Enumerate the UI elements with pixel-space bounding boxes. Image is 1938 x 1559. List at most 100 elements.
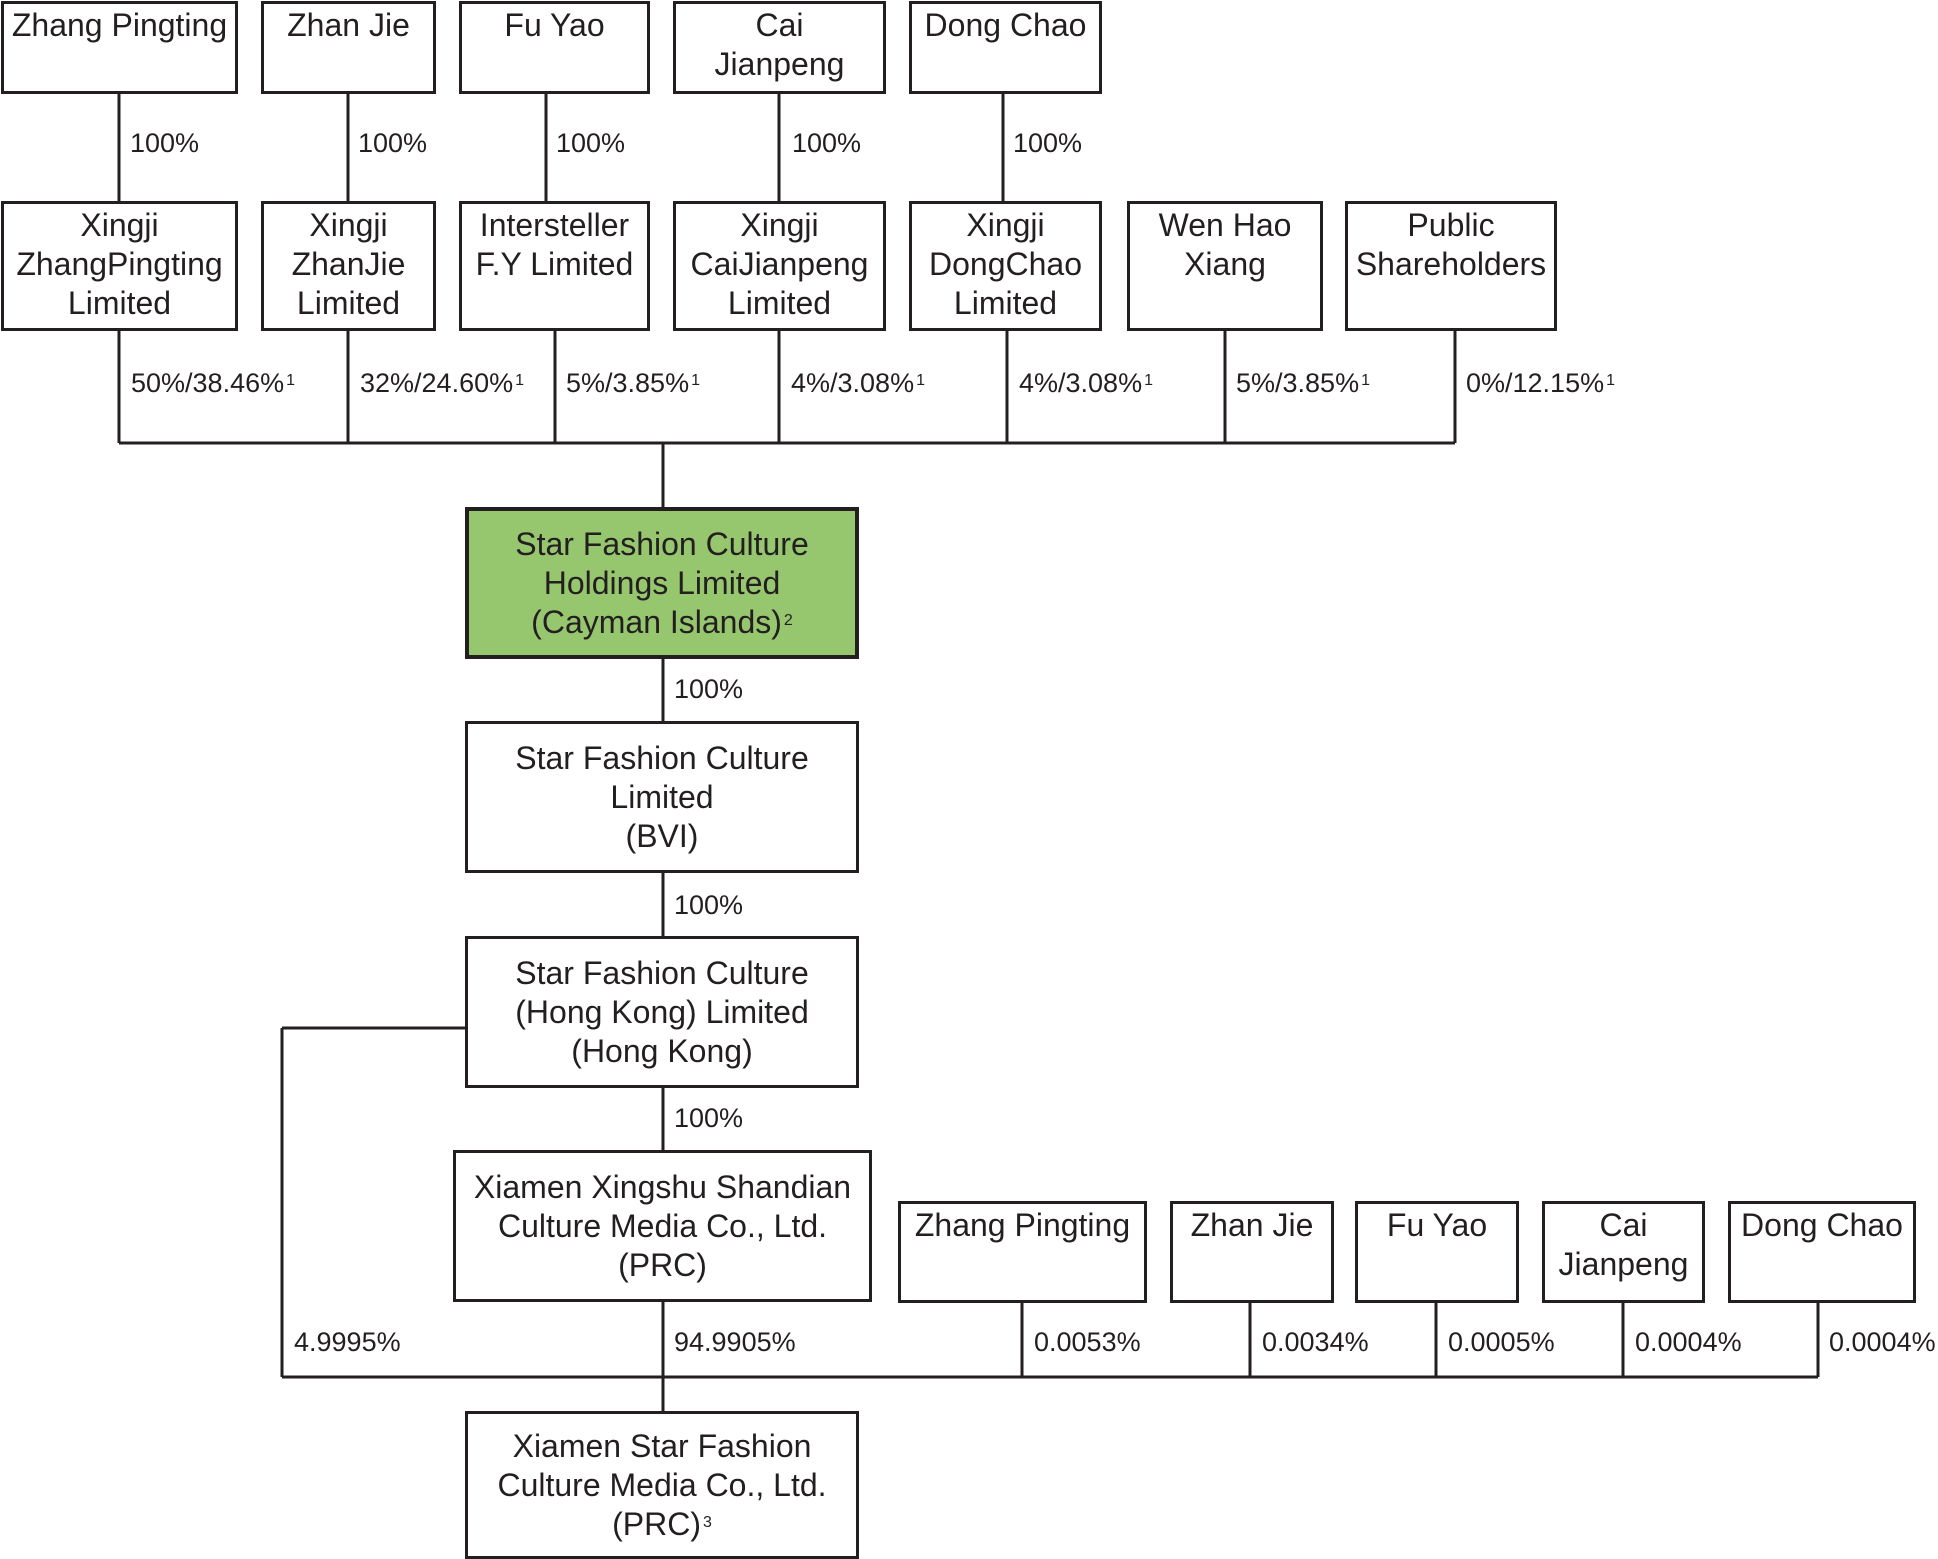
bottom-owner-zhan-jie: Zhan Jie <box>1170 1201 1334 1303</box>
pct-label: 4.9995% <box>294 1327 401 1357</box>
box-line: Star Fashion Culture <box>515 739 809 776</box>
box-line: (BVI) <box>625 817 699 854</box>
box-line: Public <box>1407 207 1495 243</box>
bottom-owner-cai-jianpeng: Cai Jianpeng <box>1542 1201 1705 1303</box>
box-line: Limited <box>727 285 832 321</box>
box-line: Culture Media Co., Ltd. <box>497 1207 828 1244</box>
box-line: (Cayman Islands)2 <box>531 603 793 642</box>
pct-label: 5%/3.85%1 <box>566 368 700 398</box>
box-line: Xiamen Star Fashion <box>512 1427 812 1464</box>
pct-label: 0.0005% <box>1448 1327 1555 1357</box>
box-line: Zhan Jie <box>287 7 410 43</box>
pct-label: 5%/3.85%1 <box>1236 368 1370 398</box>
box-line: Star Fashion Culture <box>515 954 809 991</box>
box-line: Limited <box>296 285 401 321</box>
box-line: Xingji <box>80 207 159 243</box>
pct-text: 4%/3.08% <box>1019 368 1143 398</box>
box-line: DongChao <box>929 246 1082 282</box>
box-line: Xiamen Xingshu Shandian <box>473 1168 852 1205</box>
owner-dong-chao: Dong Chao <box>909 1 1102 94</box>
bvi-company: Star Fashion Culture Limited (BVI) <box>465 721 859 873</box>
owner-cai-jianpeng: Cai Jianpeng <box>673 1 886 94</box>
box-line: Intersteller <box>479 207 630 243</box>
shareholder-xingji-zhanjie: Xingji ZhanJie Limited <box>261 201 436 331</box>
box-line: Limited <box>67 285 172 321</box>
box-line: Dong Chao <box>1741 1207 1903 1243</box>
pct-text: 5%/3.85% <box>1236 368 1360 398</box>
box-line: CaiJianpeng <box>690 246 869 282</box>
pct-label: 100% <box>358 128 428 158</box>
pct-label: 100% <box>1013 128 1083 158</box>
pct-label: 4%/3.08%1 <box>1019 368 1153 398</box>
pct-label: 100% <box>556 128 626 158</box>
footnote-ref: 1 <box>916 372 925 389</box>
box-line: (Hong Kong) Limited <box>515 993 809 1030</box>
shareholder-xingji-zhangpingting: Xingji ZhangPingting Limited <box>1 201 238 331</box>
box-line: Xiang <box>1184 246 1266 282</box>
shareholder-wen-hao-xiang: Wen Hao Xiang <box>1127 201 1323 331</box>
footnote-ref: 1 <box>1361 372 1370 389</box>
box-line: Cai <box>1599 1207 1648 1243</box>
shareholder-public: Public Shareholders <box>1345 201 1557 331</box>
box-text: (Cayman Islands) <box>531 603 782 640</box>
pct-text: 0%/12.15% <box>1466 368 1605 398</box>
footnote-ref: 1 <box>691 372 700 389</box>
pct-label: 0.0004% <box>1635 1327 1742 1357</box>
box-line: Zhan Jie <box>1190 1207 1314 1243</box>
owner-zhan-jie: Zhan Jie <box>261 1 436 94</box>
box-line: Xingji <box>966 207 1045 243</box>
footnote-ref: 1 <box>1606 372 1616 389</box>
box-line: Limited <box>610 778 714 815</box>
box-line: Star Fashion Culture <box>515 525 809 562</box>
xingshu-company: Xiamen Xingshu Shandian Culture Media Co… <box>453 1150 872 1302</box>
pct-label: 94.9905% <box>674 1327 796 1357</box>
pct-label: 100% <box>674 1103 744 1133</box>
box-line: ZhanJie <box>291 246 406 282</box>
pct-label: 0%/12.15%1 <box>1466 368 1615 398</box>
pct-label: 50%/38.46%1 <box>131 368 295 398</box>
owner-zhang-pingting: Zhang Pingting <box>1 1 238 94</box>
box-line: (Hong Kong) <box>571 1032 753 1069</box>
box-line: Cai <box>755 7 804 43</box>
footnote-ref: 1 <box>286 372 296 389</box>
box-line: Wen Hao <box>1158 207 1292 243</box>
box-line: Holdings Limited <box>543 564 781 601</box>
bottom-owner-zhang-pingting: Zhang Pingting <box>898 1201 1147 1303</box>
shareholder-xingji-dongchao: Xingji DongChao Limited <box>909 201 1102 331</box>
box-line: Fu Yao <box>1386 1207 1488 1243</box>
box-line: Zhang Pingting <box>11 7 228 43</box>
box-line: ZhangPingting <box>16 246 223 282</box>
pct-label: 100% <box>674 674 744 704</box>
pct-text: 32%/24.60% <box>360 368 514 398</box>
pct-label: 0.0034% <box>1262 1327 1369 1357</box>
box-line: Limited <box>953 285 1058 321</box>
box-line: Jianpeng <box>714 46 845 82</box>
footnote-ref: 1 <box>1144 372 1153 389</box>
box-line: Xingji <box>740 207 819 243</box>
box-line: (PRC)3 <box>612 1505 712 1544</box>
target-company: Xiamen Star Fashion Culture Media Co., L… <box>465 1411 859 1559</box>
box-line: Culture Media Co., Ltd. <box>497 1466 827 1503</box>
pct-label: 100% <box>130 128 200 158</box>
pct-label: 0.0004% <box>1829 1327 1936 1357</box>
pct-label: 100% <box>674 890 744 920</box>
box-line: Dong Chao <box>924 7 1087 43</box>
bottom-owner-dong-chao: Dong Chao <box>1728 1201 1916 1303</box>
pct-label: 0.0053% <box>1034 1327 1141 1357</box>
box-text: (PRC) <box>612 1505 701 1542</box>
box-line: (PRC) <box>618 1246 707 1283</box>
box-line: Zhang Pingting <box>914 1207 1131 1243</box>
pct-text: 50%/38.46% <box>131 368 285 398</box>
hk-company: Star Fashion Culture (Hong Kong) Limited… <box>465 936 859 1088</box>
footnote-ref: 1 <box>515 372 525 389</box>
pct-text: 4%/3.08% <box>791 368 915 398</box>
box-line: Fu Yao <box>504 7 605 43</box>
box-line: Xingji <box>309 207 388 243</box>
pct-label: 100% <box>792 128 862 158</box>
shareholder-intersteller: Intersteller F.Y Limited <box>459 201 650 331</box>
holdings-cayman: Star Fashion Culture Holdings Limited (C… <box>465 507 859 659</box>
footnote-ref: 3 <box>702 1513 712 1531</box>
pct-label: 4%/3.08%1 <box>791 368 925 398</box>
